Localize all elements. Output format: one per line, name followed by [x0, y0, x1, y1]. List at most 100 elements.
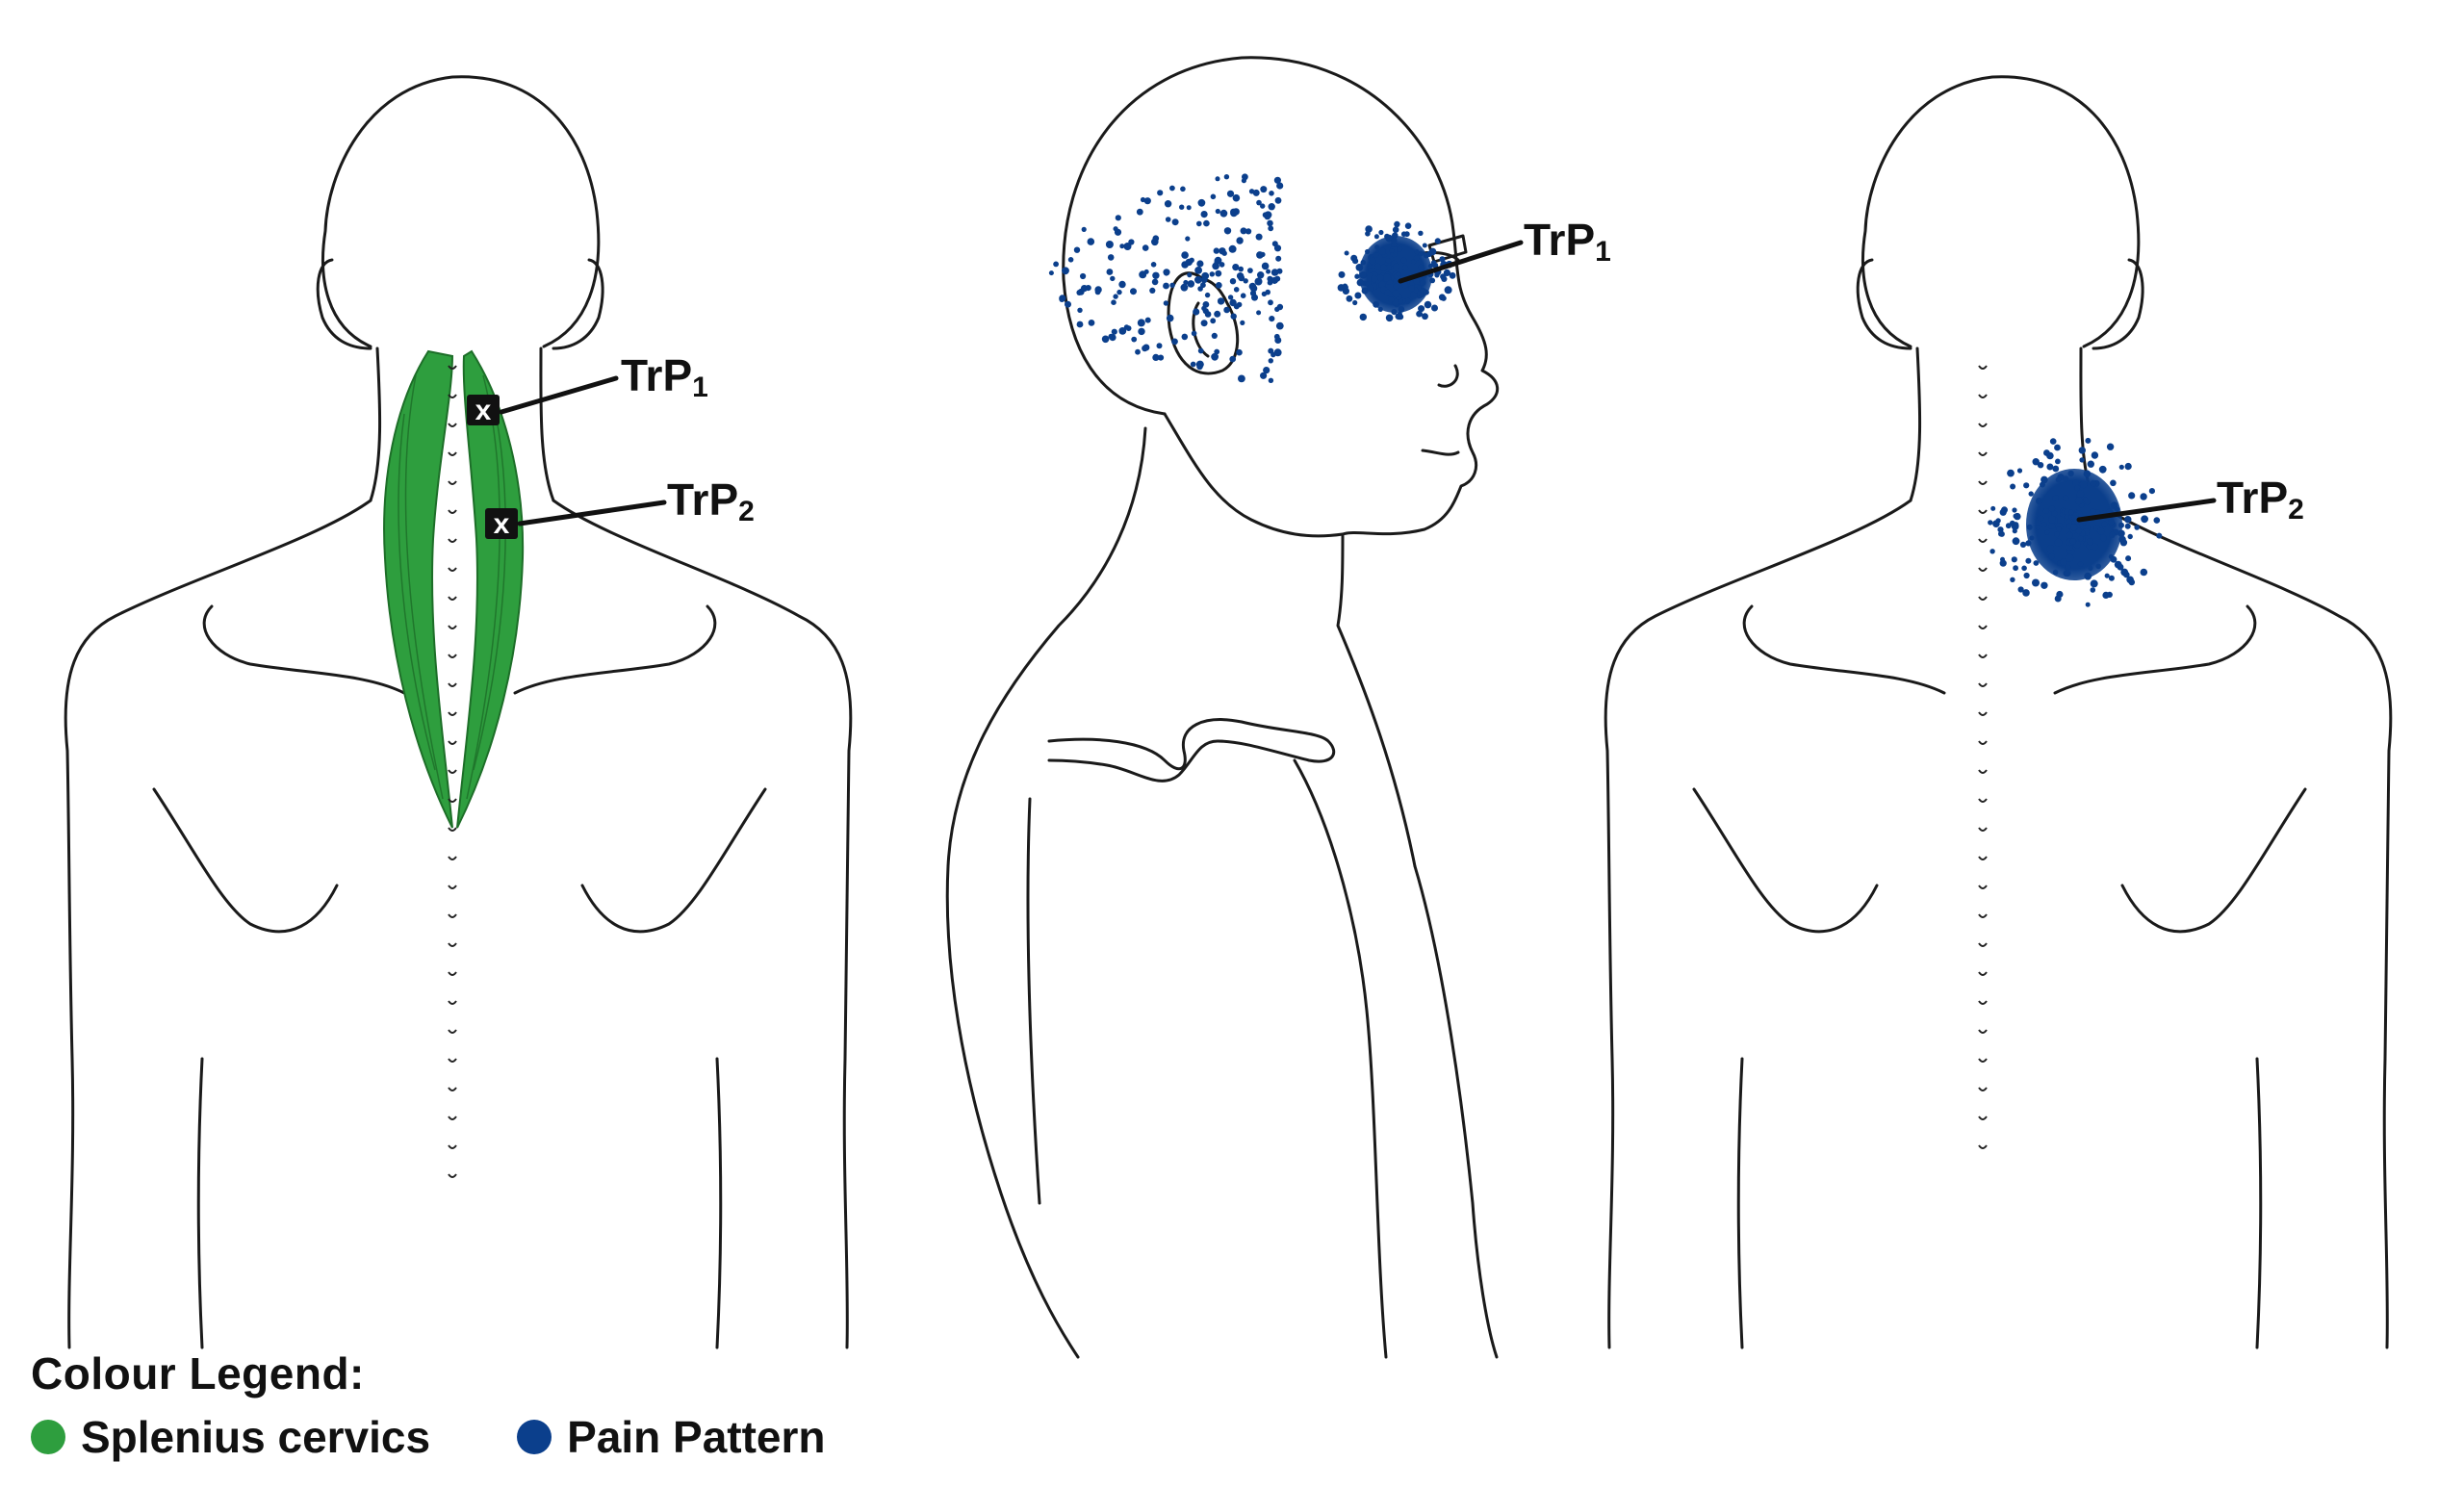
pain-dot: [1373, 300, 1379, 308]
pain-dot: [1257, 271, 1265, 279]
pain-dot: [2085, 437, 2092, 444]
pain-dot: [1418, 250, 1424, 257]
pain-dot: [2040, 522, 2047, 528]
pain-dot: [1267, 219, 1273, 227]
pain-dot: [1228, 244, 1237, 253]
pain-dot: [1131, 336, 1138, 343]
pain-dot: [1418, 305, 1425, 313]
pain-dot: [1449, 271, 1456, 279]
pain-dot: [1356, 278, 1365, 287]
pain-dot: [1236, 301, 1243, 308]
pain-dot: [1116, 289, 1122, 295]
pain-dot: [2087, 460, 2094, 468]
pain-dot: [2098, 465, 2107, 474]
pain-dot: [1260, 372, 1268, 379]
pain-dot: [2054, 444, 2061, 451]
pain-dot: [1360, 259, 1367, 266]
pain-dot: [2062, 495, 2069, 501]
pain-dot: [2007, 469, 2015, 477]
pain-dot: [1398, 298, 1403, 304]
pain-dot: [1430, 260, 1437, 266]
pain-dot: [2010, 577, 2015, 582]
pain-dot: [2013, 565, 2019, 572]
pain-dot: [1398, 306, 1405, 313]
pain-dot: [1094, 286, 1102, 294]
pain-dot: [1393, 283, 1399, 290]
pain-dot: [1439, 256, 1446, 263]
pain-dot: [2148, 488, 2155, 495]
pain-dot: [1115, 215, 1121, 221]
pain-dot: [1211, 332, 1218, 339]
pain-dot: [2108, 518, 2115, 526]
pain-dot: [1255, 233, 1263, 241]
pain-dot: [1048, 270, 1054, 276]
pain-dot: [1264, 213, 1271, 220]
pain-dot: [1240, 293, 1246, 299]
pain-dot: [1424, 300, 1432, 309]
pain-dot: [2054, 538, 2063, 547]
pain-dot: [1143, 269, 1149, 274]
pain-dot: [1157, 190, 1164, 196]
pain-dot: [1087, 238, 1095, 245]
pain-dot: [1410, 291, 1418, 299]
legend-items: Splenius cervics Pain Pattern: [31, 1411, 826, 1463]
pain-dot: [2101, 521, 2108, 527]
pain-dot: [2106, 443, 2115, 450]
pain-dot: [1378, 247, 1386, 255]
pain-dot: [2127, 533, 2133, 540]
pain-dot: [1229, 298, 1237, 307]
pain-dot: [1391, 309, 1398, 316]
pain-dot: [1201, 271, 1210, 280]
pain-dot: [1149, 287, 1156, 294]
pain-dot: [2110, 555, 2118, 563]
pain-dot: [1369, 257, 1376, 265]
svg-text:x: x: [475, 395, 492, 426]
pain-dot: [2077, 535, 2084, 542]
pain-dot: [2022, 589, 2030, 597]
pain-dot: [1997, 526, 2004, 533]
pain-dot: [1219, 209, 1228, 218]
pain-dot: [1400, 257, 1407, 264]
pain-dot: [1256, 310, 1262, 316]
pain-dot: [1230, 209, 1238, 218]
pain-dot: [1213, 247, 1220, 254]
pain-dot: [1379, 264, 1388, 271]
pain-dot: [1992, 520, 2000, 527]
pain-dot: [1156, 343, 1163, 349]
pain-dot: [1130, 288, 1137, 295]
pain-dot: [2048, 523, 2056, 529]
pain-dot: [2084, 499, 2091, 505]
pain-dot: [1367, 284, 1374, 293]
pain-dot: [1260, 203, 1266, 209]
pain-dot: [1344, 250, 1349, 256]
pain-dot: [2069, 538, 2076, 545]
pain-dot: [1180, 283, 1189, 292]
pain-dot: [2040, 481, 2045, 488]
pain-dot: [1238, 374, 1245, 383]
pain-dot: [2035, 525, 2040, 530]
pain-dot: [2012, 537, 2020, 546]
pain-dot: [2124, 516, 2132, 524]
pain-dot: [2119, 539, 2128, 547]
pain-dot: [1243, 278, 1248, 284]
pain-dot: [1392, 226, 1399, 233]
pain-dot: [1350, 254, 1358, 262]
pain-dot: [1276, 182, 1284, 190]
pain-dot: [1420, 279, 1426, 286]
pain-dot: [1135, 348, 1141, 355]
pain-dot: [1142, 244, 1149, 251]
pain-dot: [2128, 578, 2136, 586]
pain-dot: [2078, 447, 2086, 454]
left-ear: [316, 258, 372, 350]
pain-dot: [1365, 248, 1371, 255]
pain-dot: [1190, 361, 1196, 368]
pain-dot: [1374, 244, 1380, 250]
pain-dot: [1193, 308, 1200, 316]
legend-label-pain: Pain Pattern: [567, 1412, 826, 1462]
pain-dot: [1254, 277, 1263, 286]
pain-dot: [2096, 527, 2105, 535]
pain-dot: [1201, 305, 1207, 311]
pain-dot: [1151, 238, 1159, 246]
pain-dot: [1081, 226, 1087, 232]
pain-dot: [1378, 229, 1384, 236]
